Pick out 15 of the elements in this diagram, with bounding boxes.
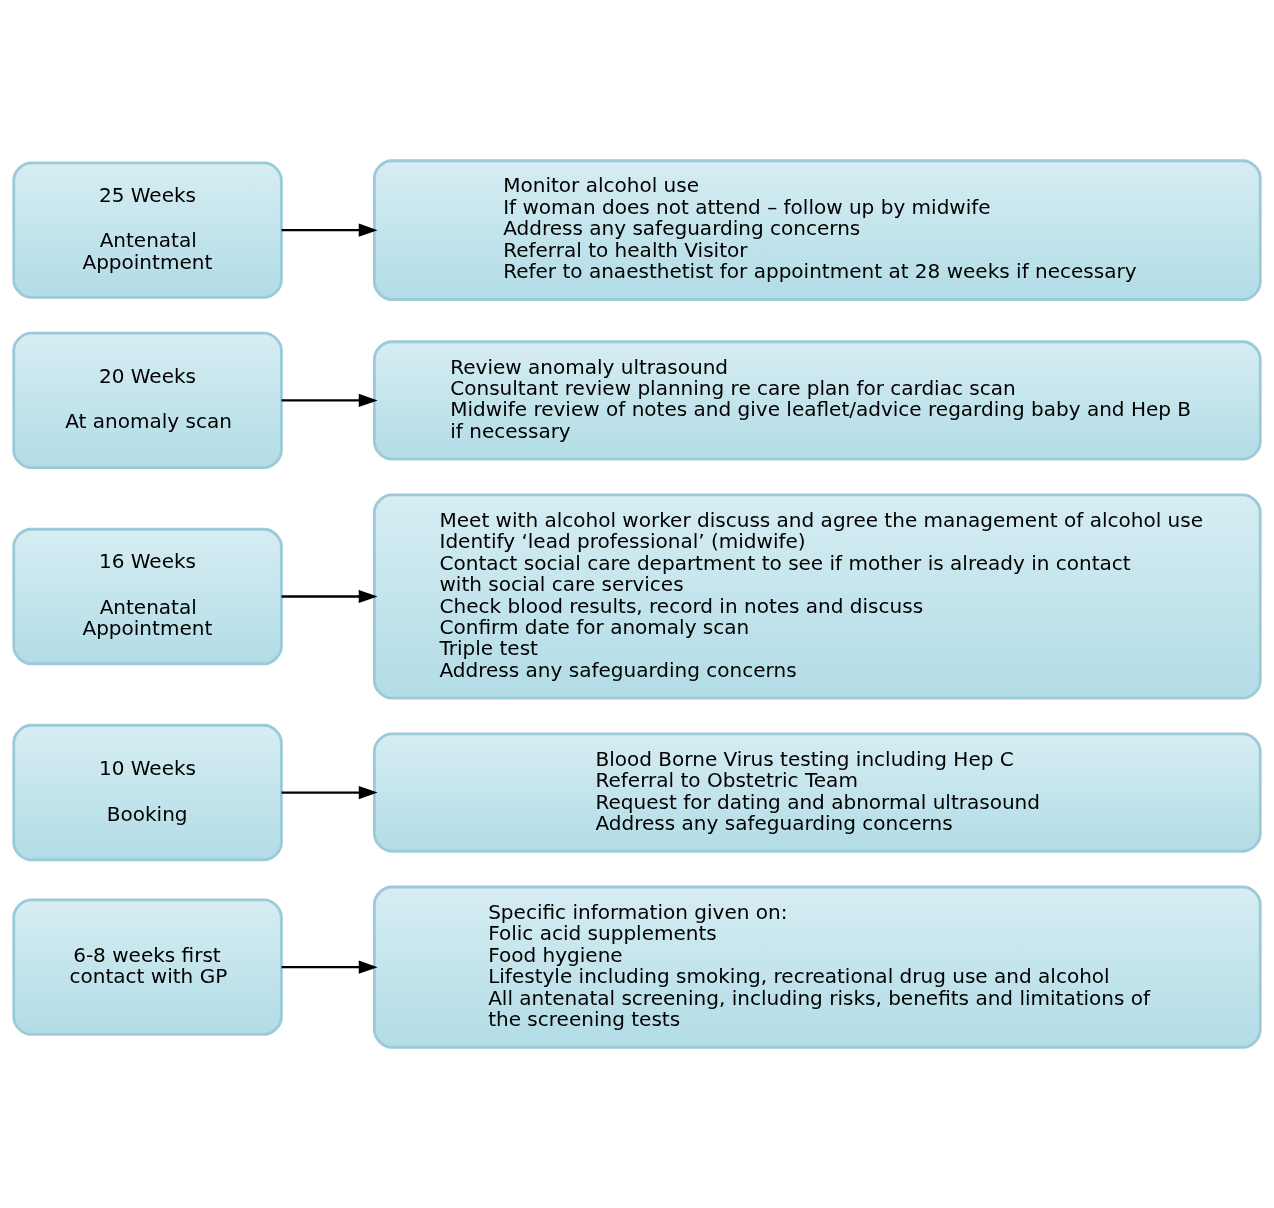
node-box: Monitor alcohol use If woman does not attend – follow up by midwife Address any safeguarding concerns Referral to health Visitor Refer to anaesthetist for appointment at 28 weeks if necessary bbox=[372, 159, 1262, 301]
node-box: 16 Weeks Antenatal Appointment bbox=[12, 527, 283, 666]
node-box: Specific information given on: Folic acid supplements Food hygiene Lifestyle including smoking, recreational drug use and alcohol All antenatal screening, including risks, benefits and limitations of the screening tests bbox=[372, 885, 1262, 1049]
node-box: Blood Borne Virus testing including Hep C Referral to Obstetric Team Request for dating and abnormal ultrasound Address any safeguarding concerns bbox=[372, 732, 1262, 853]
arrow bbox=[281, 960, 378, 974]
arrow bbox=[281, 223, 378, 237]
arrow bbox=[281, 393, 378, 408]
arrow bbox=[281, 589, 378, 604]
node-box: Meet with alcohol worker discuss and agree the management of alcohol use Identify ‘lead professional’ (midwife) Contact social care department to see if mother is already in contact with social care services Check blood results, record in notes and discuss Confirm date for anomaly scan Triple test Address any safeguarding concerns bbox=[372, 493, 1262, 700]
arrow bbox=[281, 785, 378, 800]
node-box: 20 Weeks At anomaly scan bbox=[12, 331, 283, 470]
node-box: 10 Weeks Booking bbox=[12, 723, 283, 862]
node-box: 6-8 weeks first contact with GP bbox=[12, 898, 283, 1036]
node-box: Review anomaly ultrasound Consultant review planning re care plan for cardiac scan Midwife review of notes and give leaflet/advice regarding baby and Hep B if necessary bbox=[372, 340, 1262, 461]
node-box: 25 Weeks Antenatal Appointment bbox=[12, 161, 283, 299]
